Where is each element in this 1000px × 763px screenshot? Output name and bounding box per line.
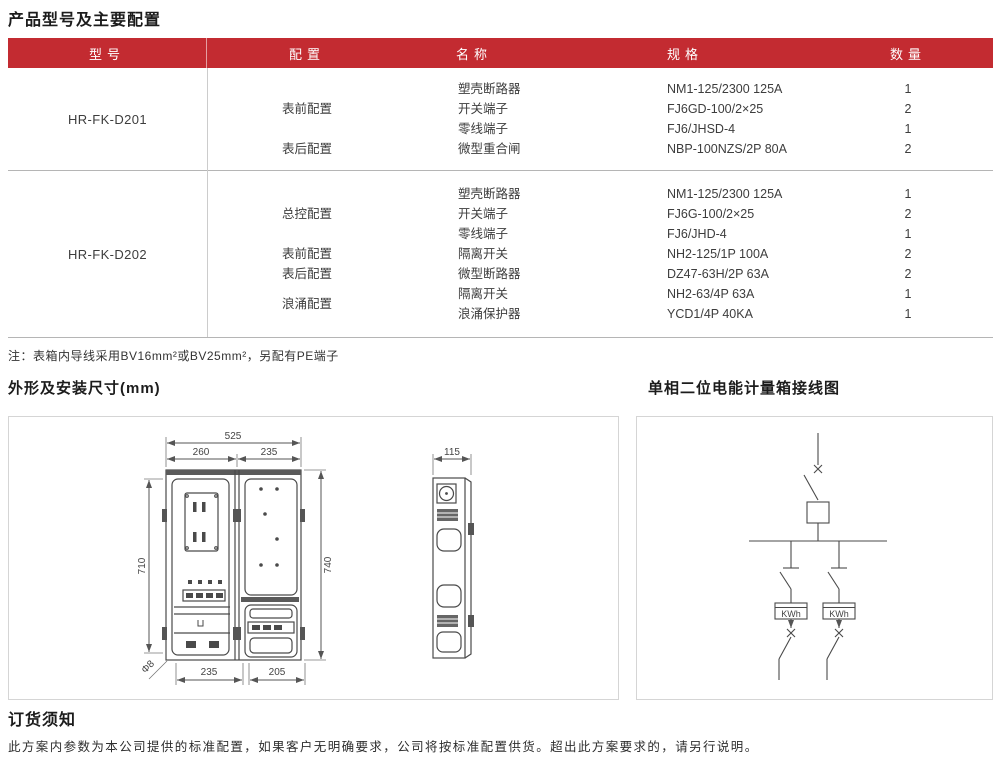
- table-row-spec: NH2-125/1P 100A: [667, 247, 769, 261]
- table-row-name: 微型重合闸: [458, 142, 521, 156]
- config-cell: 总控配置表前配置表后配置浪涌配置: [207, 184, 407, 324]
- table-row-qty: 2: [904, 102, 912, 116]
- table-row-spec: NM1-125/2300 125A: [667, 187, 783, 201]
- table-row-name: 隔离开关: [458, 287, 509, 301]
- filler-cell: [948, 79, 993, 159]
- dim-right-height: 740: [323, 556, 334, 573]
- table-row-name: 微型断路器: [458, 267, 521, 281]
- table-row-name: 开关端子: [458, 207, 509, 221]
- table-row-name: 塑壳断路器: [458, 187, 521, 201]
- table-row-qty: 1: [904, 122, 912, 136]
- name-column: 塑壳断路器开关端子零线端子隔离开关微型断路器隔离开关浪涌保护器: [407, 184, 663, 324]
- col-header-model: 型号: [8, 38, 207, 68]
- config-label: 表后配置: [281, 142, 332, 156]
- meter-branch: KWh: [774, 541, 808, 680]
- table-row-spec: FJ6G-100/2×25: [667, 207, 755, 221]
- kwh-meter-label: KWh: [781, 609, 801, 619]
- table-row-qty: 1: [904, 227, 912, 241]
- config-cell: 表前配置表后配置: [207, 79, 407, 159]
- order-notes-title: 订货须知: [8, 712, 77, 729]
- table-row-name: 零线端子: [458, 122, 509, 136]
- table-row-qty: 1: [904, 287, 912, 301]
- table-row-qty: 1: [904, 307, 912, 321]
- table-row-name: 隔离开关: [458, 247, 509, 261]
- table-row-name: 开关端子: [458, 102, 509, 116]
- config-label: 表后配置: [281, 267, 332, 281]
- kwh-meter-label: KWh: [829, 609, 849, 619]
- dim-bottom-left: 235: [201, 667, 218, 678]
- col-header-spec: 规格: [667, 46, 704, 62]
- table-header-row: 型号 配置 名称 规格 数量: [8, 38, 993, 68]
- col-header-name: 名称: [456, 46, 493, 62]
- config-label: 浪涌配置: [281, 297, 332, 311]
- wiring-section-title: 单相二位电能计量箱接线图: [648, 380, 841, 397]
- table-row-spec: NBP-100NZS/2P 80A: [667, 142, 787, 156]
- side-view: [432, 477, 474, 659]
- dimension-drawing: 525 260 235 115 710 740 235 205 Φ8: [137, 431, 474, 685]
- name-column: 塑壳断路器开关端子零线端子微型重合闸: [407, 79, 663, 159]
- col-header-config: 配置: [288, 46, 325, 62]
- config-label: 总控配置: [281, 207, 332, 221]
- dim-right-width: 235: [261, 447, 278, 458]
- dimension-lines: 525 260 235 115 710 740 235 205 Φ8: [137, 431, 472, 685]
- dimension-drawing-box: 525 260 235 115 710 740 235 205 Φ8: [8, 416, 619, 700]
- wiring-diagram-box: KWh KWh: [636, 416, 993, 700]
- main-breaker-symbol: [803, 433, 830, 541]
- dim-bottom-right: 205: [269, 667, 286, 678]
- table-row-spec: FJ6/JHSD-4: [667, 122, 736, 136]
- table-row-spec: DZ47-63H/2P 63A: [667, 267, 769, 281]
- table-row-name: 零线端子: [458, 227, 509, 241]
- order-notes-text: 此方案内参数为本公司提供的标准配置，如果客户无明确要求，公司将按标准配置供货。超…: [8, 740, 759, 754]
- meter-branch: KWh: [822, 541, 856, 680]
- table-row-qty: 1: [904, 187, 912, 201]
- model-cell: HR-FK-D202: [67, 246, 148, 262]
- front-view: [162, 469, 305, 661]
- col-header-qty: 数量: [889, 46, 926, 62]
- table-row-qty: 2: [904, 247, 912, 261]
- table-row-spec: NH2-63/4P 63A: [667, 287, 755, 301]
- model-cell: HR-FK-D201: [67, 111, 148, 127]
- table-note: 注：表箱内导线采用BV16mm²或BV25mm²，另配有PE端子: [8, 349, 339, 363]
- dim-left-height: 710: [137, 557, 148, 574]
- dim-left-width: 260: [193, 447, 210, 458]
- page-title: 产品型号及主要配置: [8, 12, 162, 29]
- table-block: HR-FK-D202 总控配置表前配置表后配置浪涌配置 塑壳断路器开关端子零线端子隔…: [8, 170, 993, 337]
- table-row-spec: NM1-125/2300 125A: [667, 82, 783, 96]
- qty-column: 1 2 1 2 2 1 1: [868, 184, 948, 324]
- table-row-qty: 2: [904, 207, 912, 221]
- dim-side-depth: 115: [444, 447, 460, 458]
- config-label: 表前配置: [281, 102, 332, 116]
- dim-overall-width: 525: [225, 431, 242, 442]
- dimensions-section-title: 外形及安装尺寸(mm): [8, 380, 161, 397]
- qty-column: 1 2 1 2: [868, 79, 948, 159]
- table-row-name: 浪涌保护器: [458, 307, 521, 321]
- config-label: 表前配置: [281, 247, 332, 261]
- table-row-qty: 1: [904, 82, 912, 96]
- table-row-name: 塑壳断路器: [458, 82, 521, 96]
- table-row-spec: YCD1/4P 40KA: [667, 307, 753, 321]
- wiring-diagram: KWh KWh: [749, 433, 887, 680]
- table-row-spec: FJ6/JHD-4: [667, 227, 727, 241]
- table-row-qty: 2: [904, 267, 912, 281]
- table-row-qty: 2: [904, 142, 912, 156]
- filler-cell: [948, 184, 993, 324]
- table-row-spec: FJ6GD-100/2×25: [667, 102, 764, 116]
